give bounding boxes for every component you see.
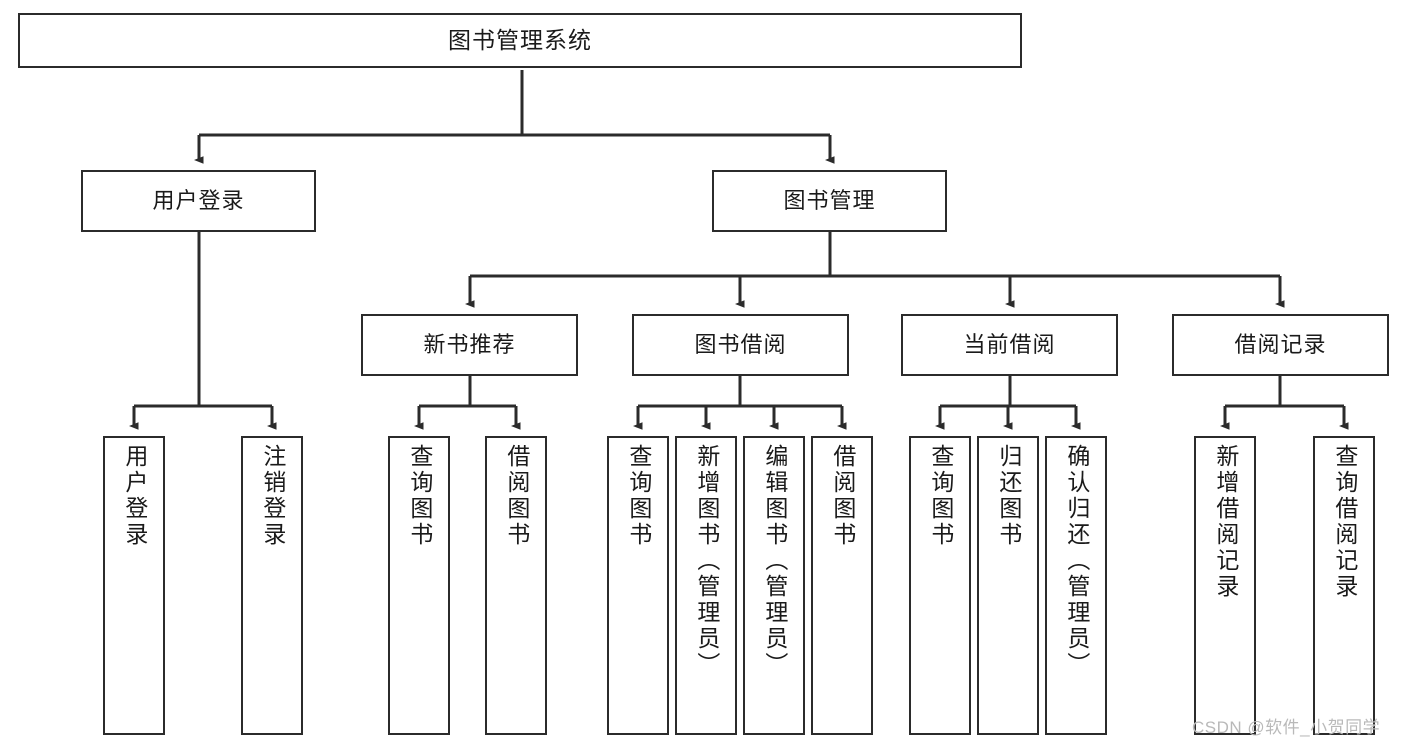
node-leaf-add-book[interactable]: 新增图书（管理员） <box>675 436 737 735</box>
node-label: 用户登录 <box>152 188 245 214</box>
node-label: 图书借阅 <box>694 332 787 358</box>
node-label: 查询图书 <box>625 444 652 548</box>
node-leaf-logout-login[interactable]: 注销登录 <box>241 436 303 735</box>
node-label: 借阅记录 <box>1234 332 1327 358</box>
node-leaf-add-record[interactable]: 新增借阅记录 <box>1194 436 1256 735</box>
node-leaf-return-book[interactable]: 归还图书 <box>977 436 1039 735</box>
node-label: 新增图书（管理员） <box>693 444 720 678</box>
node-label: 查询图书 <box>406 444 433 548</box>
node-label: 新增借阅记录 <box>1212 444 1239 600</box>
node-user-login[interactable]: 用户登录 <box>81 170 316 232</box>
node-label: 新书推荐 <box>423 332 516 358</box>
node-current-borrow[interactable]: 当前借阅 <box>901 314 1118 376</box>
node-leaf-query-book-3[interactable]: 查询图书 <box>909 436 971 735</box>
node-label: 查询借阅记录 <box>1331 444 1358 600</box>
node-book-borrow[interactable]: 图书借阅 <box>632 314 849 376</box>
node-leaf-user-login[interactable]: 用户登录 <box>103 436 165 735</box>
node-leaf-confirm-return[interactable]: 确认归还（管理员） <box>1045 436 1107 735</box>
node-label: 归还图书 <box>995 444 1022 548</box>
node-label: 编辑图书（管理员） <box>761 444 788 678</box>
node-leaf-borrow-book-2[interactable]: 借阅图书 <box>811 436 873 735</box>
node-label: 借阅图书 <box>503 444 530 548</box>
node-book-management[interactable]: 图书管理 <box>712 170 947 232</box>
node-label: 用户登录 <box>121 444 148 548</box>
node-label: 图书管理系统 <box>448 27 592 54</box>
node-label: 确认归还（管理员） <box>1063 444 1090 678</box>
node-leaf-edit-book[interactable]: 编辑图书（管理员） <box>743 436 805 735</box>
node-label: 注销登录 <box>259 444 286 548</box>
node-leaf-query-record[interactable]: 查询借阅记录 <box>1313 436 1375 735</box>
node-leaf-query-book-1[interactable]: 查询图书 <box>388 436 450 735</box>
node-label: 当前借阅 <box>963 332 1056 358</box>
node-leaf-borrow-book-1[interactable]: 借阅图书 <box>485 436 547 735</box>
node-leaf-query-book-2[interactable]: 查询图书 <box>607 436 669 735</box>
node-label: 借阅图书 <box>829 444 856 548</box>
node-label: 查询图书 <box>927 444 954 548</box>
node-label: 图书管理 <box>783 188 876 214</box>
node-new-book-recommend[interactable]: 新书推荐 <box>361 314 578 376</box>
node-root-system[interactable]: 图书管理系统 <box>18 13 1022 68</box>
node-borrow-record[interactable]: 借阅记录 <box>1172 314 1389 376</box>
csdn-watermark: CSDN @软件_小贺同学 <box>1192 718 1381 737</box>
